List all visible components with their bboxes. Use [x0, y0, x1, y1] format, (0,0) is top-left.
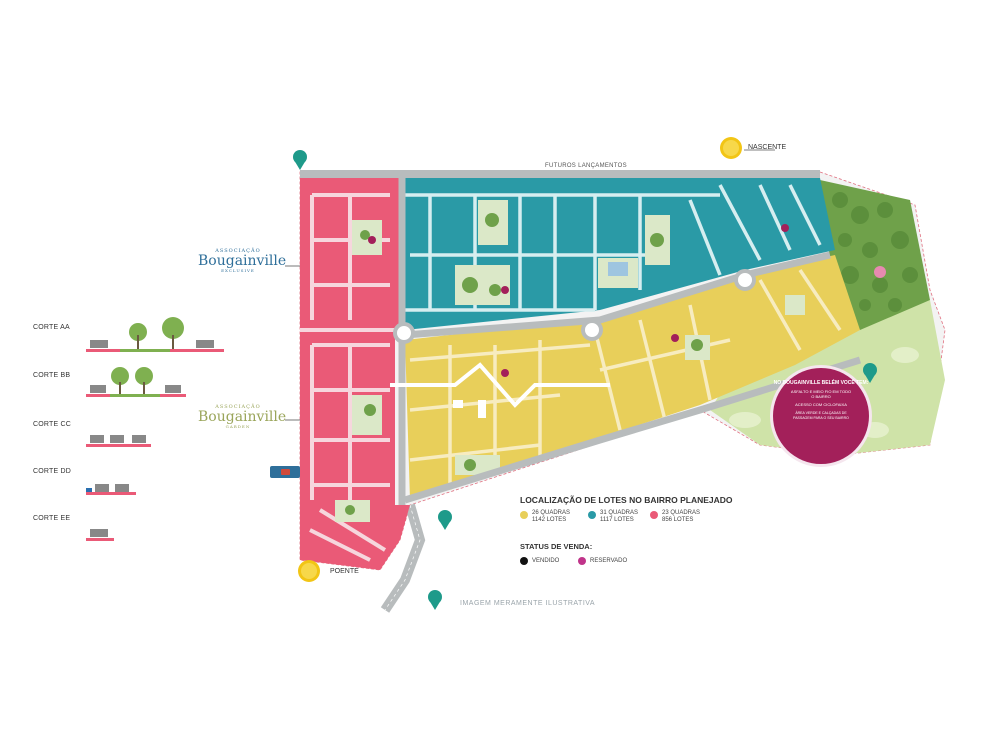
brand-exclusive: ASSOCIAÇÃO Bougainville EXCLUSIVE [198, 248, 287, 273]
entrance-sign-icon [270, 466, 300, 478]
legend-yellow-line1: 26 QUADRAS [532, 510, 571, 516]
brand-garden-small: ASSOCIAÇÃO [215, 404, 261, 410]
sunrise-label: NASCENTE [748, 144, 787, 151]
legend-item-yellow: 26 QUADRAS 1142 LOTES [532, 510, 570, 524]
info-badge-line2: ASFALTO E MEIO FIO EM TODO O BAIRRO [790, 389, 852, 399]
info-badge: NO BOUGAINVILLE BELÉM VOCÊ TEM: ASFALTO … [773, 368, 869, 464]
yellow-zone [405, 255, 860, 500]
brand-exclusive-small: ASSOCIAÇÃO [215, 248, 261, 254]
brand-garden-sub: GARDEN [225, 424, 251, 429]
status-title: STATUS DE VENDA: [520, 542, 593, 551]
golf-green-1 [891, 347, 919, 363]
legend-yellow-line2: 1142 LOTES [532, 517, 567, 523]
main-avenue [403, 356, 862, 504]
legend-item-teal: 31 QUADRAS 1117 LOTES [600, 510, 638, 524]
status-label-sold: VENDIDO [532, 558, 560, 564]
white-overlay [390, 362, 610, 408]
legend-teal-line1: 31 QUADRAS [600, 510, 639, 516]
legend-dot-yellow [520, 511, 528, 519]
section-label-aa: CORTE AA [33, 324, 70, 331]
corte-aa-drawing [86, 317, 224, 352]
roundabout-2 [581, 319, 603, 341]
roundabout-1 [393, 322, 415, 344]
status-dot-sold [520, 557, 528, 565]
legend-item-pink: 23 QUADRAS 856 LOTES [662, 510, 700, 524]
corte-ee-drawing [86, 529, 114, 541]
forest-trees [832, 192, 918, 312]
roundabout-3 [734, 269, 756, 291]
teal-streets [405, 184, 822, 312]
yellow-plaza-1 [455, 455, 500, 475]
brand-garden-name: Bougainville [198, 409, 287, 425]
brand-exclusive-sub: EXCLUSIVE [221, 268, 255, 273]
sunset-label: POENTE [330, 568, 359, 575]
corte-bb-drawing [86, 367, 186, 397]
yellow-plaza-3 [785, 295, 805, 315]
yellow-streets [409, 269, 842, 490]
golf-green-3 [861, 422, 889, 438]
section-label-dd: CORTE DD [33, 468, 72, 475]
disclaimer-text: IMAGEM MERAMENTE ILUSTRATIVA [460, 600, 596, 607]
legend-pink-line2: 856 LOTES [662, 517, 694, 523]
top-road-label: FUTUROS LANÇAMENTOS [545, 163, 627, 169]
sun-icon [298, 137, 742, 582]
golf-green-2 [729, 412, 761, 428]
location-pin-icon [293, 150, 877, 610]
info-badge-line3: ACESSO COM CICLOFAIXA [795, 402, 847, 407]
section-label-bb: CORTE BB [33, 372, 71, 379]
corte-cc-drawing [86, 435, 151, 447]
info-badge-title: NO BOUGAINVILLE BELÉM VOCÊ TEM: [773, 380, 869, 386]
legend-title: LOCALIZAÇÃO DE LOTES NO BAIRRO PLANEJADO [520, 495, 733, 505]
pink-zone [300, 178, 410, 570]
info-badge-line4: ÁREA VERDE E CALÇADAS DE PASSAGEM PARA O… [793, 411, 849, 420]
status-label-reserved: RESERVADO [590, 558, 628, 564]
legend-teal-line2: 1117 LOTES [600, 517, 634, 523]
brand-exclusive-name: Bougainville [198, 253, 287, 269]
corte-dd-drawing [86, 484, 136, 495]
legend-dot-teal [588, 511, 596, 519]
reserved-pin-icon [368, 224, 886, 377]
central-avenue [404, 251, 831, 339]
access-road-lane [384, 504, 421, 611]
brand-garden: ASSOCIAÇÃO Bougainville GARDEN [198, 404, 287, 429]
top-road [300, 170, 820, 178]
section-label-cc: CORTE CC [33, 421, 72, 428]
section-label-ee: CORTE EE [33, 515, 71, 522]
legend-dot-pink [650, 511, 658, 519]
legend-pink-line1: 23 QUADRAS [662, 510, 701, 516]
status-dot-reserved [578, 557, 586, 565]
